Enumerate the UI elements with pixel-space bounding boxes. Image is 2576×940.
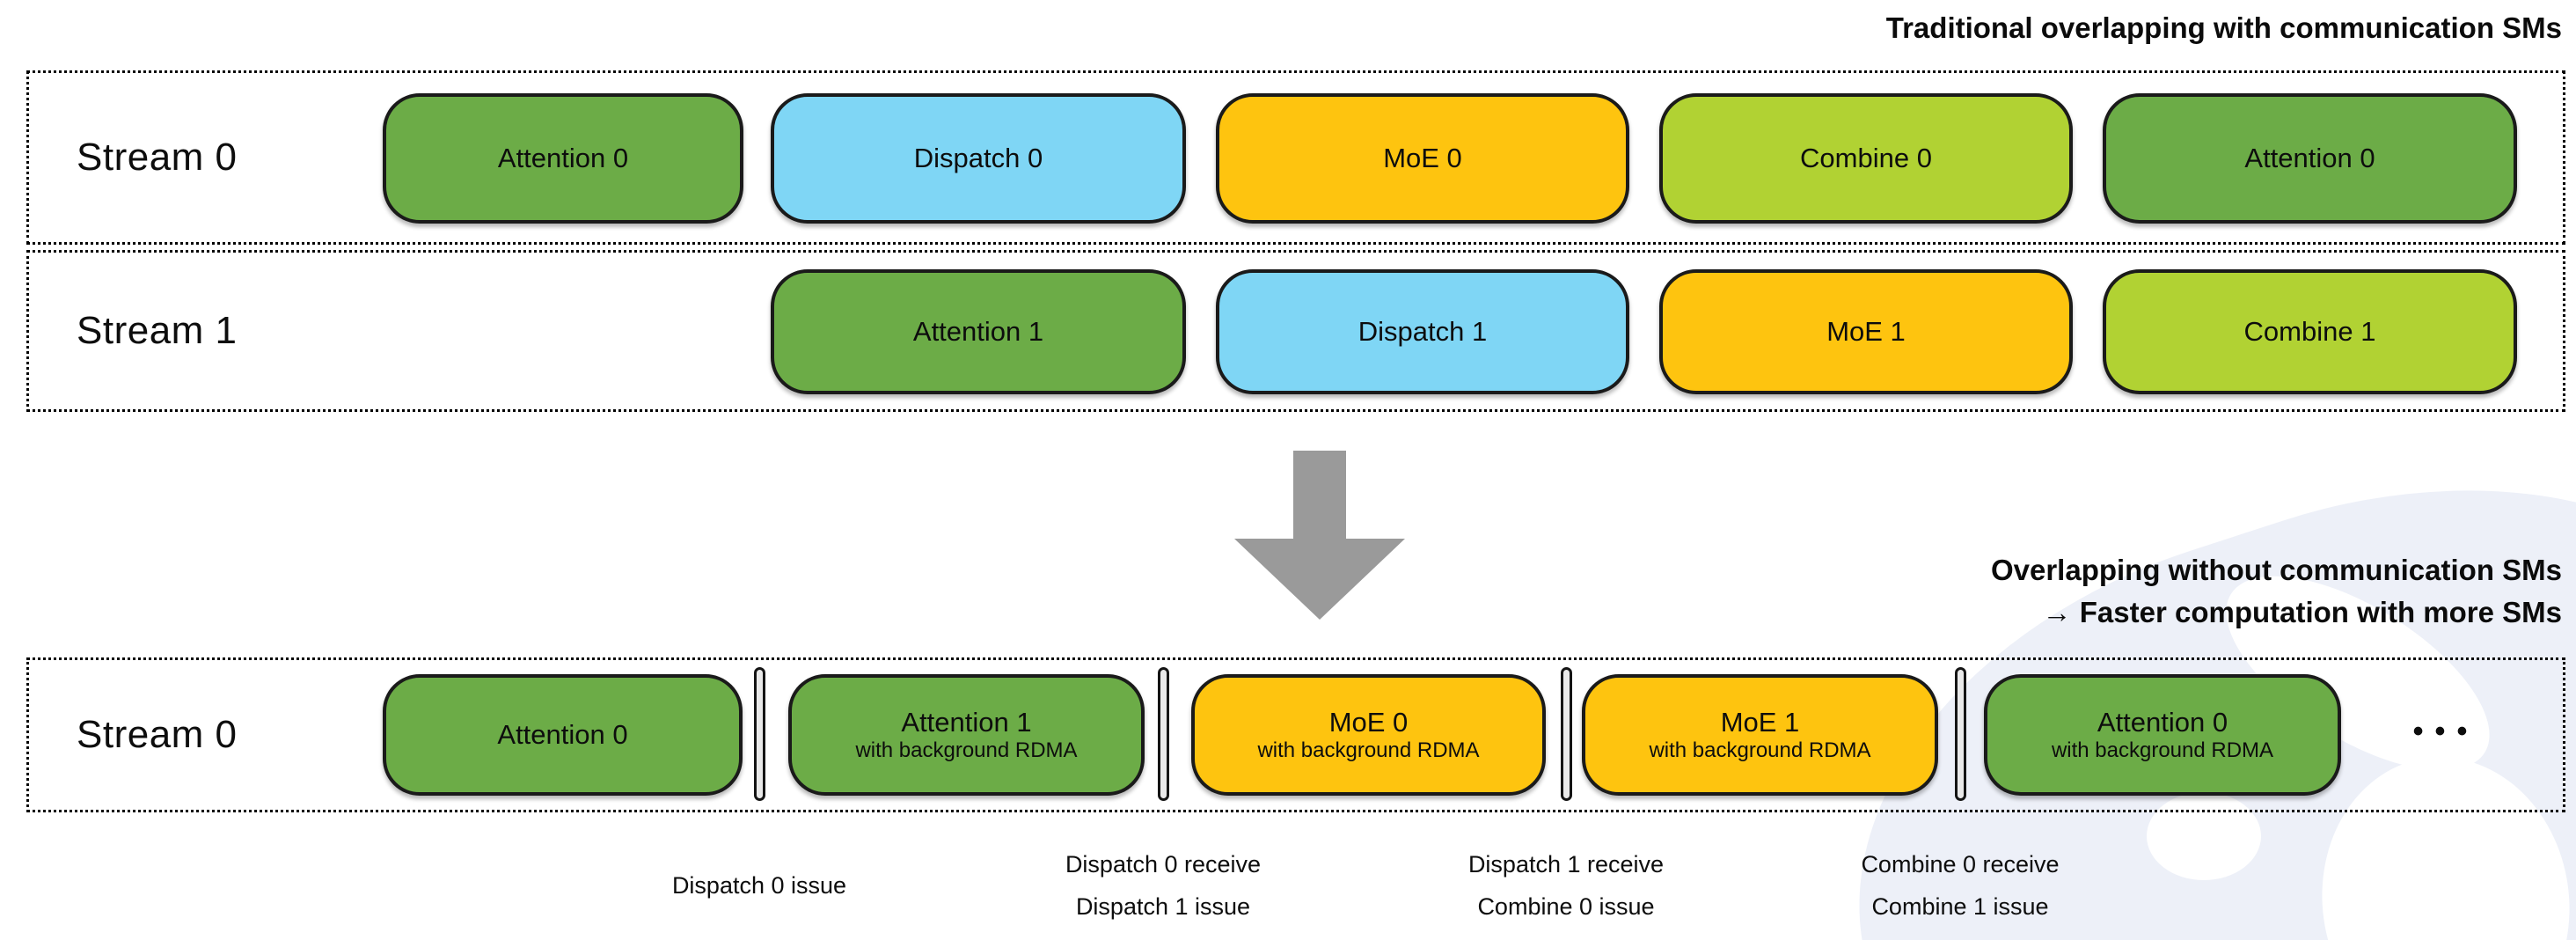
title-optimized-line2: → Faster computation with more SMs	[2042, 596, 2562, 628]
annotation-line: Dispatch 0 receive	[1065, 851, 1262, 878]
task-block-label: Attention 1	[901, 707, 1032, 738]
down-arrow-icon	[1293, 451, 1346, 540]
task-block-label: Dispatch 0	[913, 143, 1043, 173]
annotation-line: Combine 0 issue	[1477, 893, 1655, 920]
watermark-shape	[2147, 792, 2261, 880]
task-block-label: MoE 0	[1383, 143, 1462, 173]
stream-label: Stream 0	[77, 136, 238, 179]
task-block-moe1-rdma: MoE 1 with background RDMA	[1582, 674, 1938, 796]
annotation-line: Combine 0 receive	[1861, 851, 2060, 878]
task-block-label: Attention 0	[497, 719, 628, 750]
task-block-dispatch0: Dispatch 0	[771, 93, 1186, 224]
task-block-label: Attention 0	[2244, 143, 2375, 173]
task-block-attention0: Attention 0	[383, 93, 743, 224]
task-block-label: Dispatch 1	[1358, 316, 1488, 347]
task-block-sublabel: with background RDMA	[855, 738, 1078, 762]
annotation-dispatch0-receive: Dispatch 0 receive Dispatch 1 issue	[943, 843, 1383, 928]
task-block-label: Attention 1	[912, 316, 1044, 347]
task-block-attention1: Attention 1	[771, 269, 1186, 394]
down-arrow-icon	[1234, 539, 1405, 620]
task-block-label: Combine 1	[2243, 316, 2376, 347]
ellipsis: •••	[2412, 715, 2479, 748]
task-block-moe1: MoE 1	[1659, 269, 2073, 394]
annotation-combine0-receive: Combine 0 receive Combine 1 issue	[1740, 843, 2180, 928]
separator-bar	[754, 667, 765, 801]
task-block-sublabel: with background RDMA	[1649, 738, 1871, 762]
title-traditional: Traditional overlapping with communicati…	[1885, 11, 2562, 44]
title-optimized: Overlapping without communication SMs → …	[1991, 549, 2562, 634]
task-block-label: Attention 0	[497, 143, 629, 173]
task-block-attention1-rdma: Attention 1 with background RDMA	[788, 674, 1145, 796]
stream-label: Stream 0	[77, 713, 238, 756]
task-block-label: MoE 0	[1328, 707, 1409, 738]
task-block-label: MoE 1	[1720, 707, 1800, 738]
task-block-attention0-next: Attention 0	[2103, 93, 2517, 224]
stream-label: Stream 1	[77, 309, 238, 352]
task-block-combine1: Combine 1	[2103, 269, 2517, 394]
title-optimized-line1: Overlapping without communication SMs	[1990, 554, 2562, 586]
traditional-stream0-box: Stream 0	[26, 70, 2565, 245]
separator-bar	[1561, 667, 1572, 801]
task-block-attention0-rdma: Attention 0 with background RDMA	[1984, 674, 2341, 796]
annotation-line: Combine 1 issue	[1871, 893, 2049, 920]
annotation-line: Dispatch 1 issue	[1075, 893, 1251, 920]
task-block-dispatch1: Dispatch 1	[1216, 269, 1629, 394]
annotation-dispatch0-issue: Dispatch 0 issue	[539, 843, 979, 928]
task-block-label: Combine 0	[1800, 143, 1932, 173]
annotation-line: Dispatch 0 issue	[671, 872, 847, 899]
task-block-moe0-rdma: MoE 0 with background RDMA	[1191, 674, 1546, 796]
task-block-label: MoE 1	[1826, 316, 1906, 347]
task-block-label: Attention 0	[2097, 707, 2228, 738]
task-block-sublabel: with background RDMA	[2051, 738, 2274, 762]
annotation-dispatch1-receive: Dispatch 1 receive Combine 0 issue	[1346, 843, 1786, 928]
traditional-stream1-box: Stream 1	[26, 250, 2565, 412]
task-block-moe0: MoE 0	[1216, 93, 1629, 224]
annotation-line: Dispatch 1 receive	[1467, 851, 1665, 878]
separator-bar	[1158, 667, 1169, 801]
task-block-attention0: Attention 0	[383, 674, 743, 796]
task-block-combine0: Combine 0	[1659, 93, 2073, 224]
separator-bar	[1955, 667, 1966, 801]
optimized-stream0-box: Stream 0	[26, 657, 2565, 812]
task-block-sublabel: with background RDMA	[1257, 738, 1480, 762]
